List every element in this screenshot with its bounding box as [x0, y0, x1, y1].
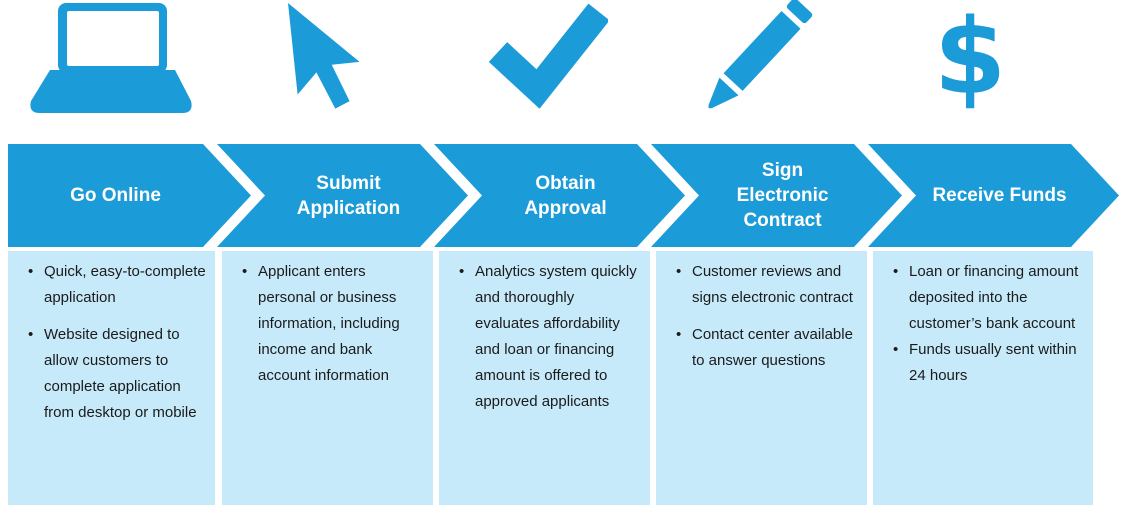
- bullet-item: Funds usually sent within 24 hours: [885, 337, 1085, 389]
- bullet-list: Applicant enters personal or business in…: [222, 251, 433, 389]
- bullet-item: Customer reviews and signs electronic co…: [668, 259, 859, 311]
- bullet-list: Quick, easy-to-complete applicationWebsi…: [8, 251, 215, 426]
- cursor-icon: [258, 0, 368, 120]
- step-title-sign-electronic-contract: Sign Electronic Contract: [736, 160, 829, 231]
- step-details-receive-funds: Loan or financing amount deposited into …: [873, 251, 1093, 505]
- step-details-obtain-approval: Analytics system quickly and thoroughly …: [439, 251, 650, 505]
- step-arrow-submit-application: Submit Application: [217, 144, 468, 247]
- step-title-obtain-approval: Obtain Approval: [524, 172, 607, 219]
- step-arrow-receive-funds: Receive Funds: [868, 144, 1119, 247]
- step-details-sign-electronic-contract: Customer reviews and signs electronic co…: [656, 251, 867, 505]
- dollar-icon: $: [933, 0, 1007, 118]
- bullet-item: Contact center available to answer quest…: [668, 322, 859, 374]
- step-arrow-go-online: Go Online: [8, 144, 251, 247]
- laptop-icon: [28, 3, 194, 115]
- bullet-item: Quick, easy-to-complete application: [20, 259, 207, 311]
- step-arrow-sign-electronic-contract: Sign Electronic Contract: [651, 144, 902, 247]
- bullet-item: Applicant enters personal or business in…: [234, 259, 425, 389]
- step-details-go-online: Quick, easy-to-complete applicationWebsi…: [8, 251, 215, 505]
- bullet-item: Loan or financing amount deposited into …: [885, 259, 1085, 337]
- bullet-list: Customer reviews and signs electronic co…: [656, 251, 867, 374]
- step-title-receive-funds: Receive Funds: [932, 185, 1067, 206]
- pencil-icon: [688, 0, 818, 120]
- bullet-list: Loan or financing amount deposited into …: [873, 251, 1093, 389]
- step-title-submit-application: Submit Application: [296, 172, 401, 219]
- step-arrow-obtain-approval: Obtain Approval: [434, 144, 685, 247]
- bullet-item: Analytics system quickly and thoroughly …: [451, 259, 642, 415]
- checkmark-icon: [482, 0, 608, 110]
- step-details-submit-application: Applicant enters personal or business in…: [222, 251, 433, 505]
- step-title-go-online: Go Online: [70, 185, 161, 206]
- bullet-item: Website designed to allow customers to c…: [20, 322, 207, 426]
- bullet-list: Analytics system quickly and thoroughly …: [439, 251, 650, 415]
